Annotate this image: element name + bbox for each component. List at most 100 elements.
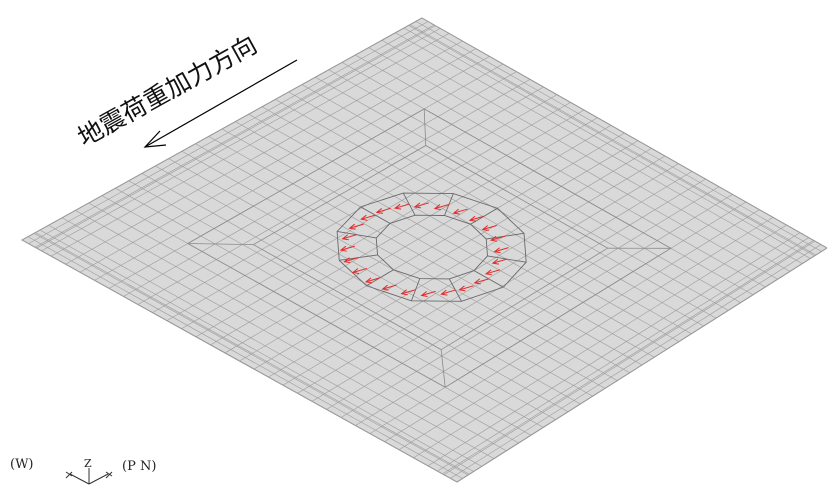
load-arrow-head <box>400 289 408 296</box>
ring-spoke <box>444 193 454 216</box>
ring-spoke <box>402 192 416 216</box>
load-arrow-head <box>489 235 498 242</box>
w-axis-marker <box>65 471 73 479</box>
mesh-line <box>65 40 463 265</box>
ring-spoke <box>448 278 462 302</box>
load-arrow-shaft <box>342 234 357 240</box>
mesh-transition-lines <box>186 108 672 388</box>
axis-label-z: Z <box>84 457 92 470</box>
pn-axis-marker <box>105 471 113 479</box>
axis-label-pn: (P N) <box>122 459 156 474</box>
transition-link <box>423 108 427 146</box>
load-arrow-shaft <box>344 257 359 263</box>
load-arrow-shaft <box>441 289 456 295</box>
load-arrow-shaft <box>434 204 450 210</box>
load-arrow-head <box>493 247 501 254</box>
load-arrow-shaft <box>401 289 416 295</box>
load-arrow-shaft <box>485 269 501 275</box>
load-arrow-shaft <box>469 215 485 221</box>
mesh-line <box>450 244 822 479</box>
load-arrow-shaft <box>453 208 468 214</box>
load-vectors <box>339 202 509 297</box>
load-arrow-head <box>343 257 351 264</box>
mesh-line <box>123 71 517 297</box>
load-arrow-head <box>351 268 360 274</box>
mesh-line <box>384 209 760 442</box>
load-arrow-shaft <box>421 290 436 296</box>
transition-link <box>187 243 254 246</box>
load-arrow-shaft <box>474 278 489 284</box>
load-arrow-shaft <box>482 224 497 231</box>
pn-axis-line <box>88 473 109 485</box>
load-arrow-head <box>413 202 422 209</box>
mesh-grid <box>21 17 827 483</box>
load-arrow-head <box>452 208 460 215</box>
mesh-line <box>427 232 801 467</box>
load-arrow-shaft <box>382 284 397 290</box>
mesh-line <box>50 33 450 257</box>
load-arrow-head <box>481 225 489 232</box>
load-arrow-head <box>491 258 499 265</box>
mesh-line <box>442 240 814 475</box>
load-arrow-head <box>348 223 356 230</box>
mesh-line <box>239 132 625 362</box>
load-arrow-head <box>440 289 448 296</box>
load-arrow-shaft <box>490 235 506 241</box>
load-arrow-head <box>473 278 481 285</box>
load-arrow-head <box>375 207 383 214</box>
axis-triad: (W) Z (P N) <box>10 457 156 485</box>
load-arrow-head <box>420 291 428 297</box>
mesh-line <box>41 28 441 252</box>
mesh-line <box>326 178 706 410</box>
load-arrow-head <box>433 204 441 211</box>
load-arrow-shaft <box>349 223 364 229</box>
load-arrow-shaft <box>365 277 381 283</box>
mesh-line <box>268 148 652 378</box>
load-arrow-shaft <box>414 202 430 208</box>
direction-arrow-head <box>143 130 167 148</box>
mesh-line <box>34 24 435 248</box>
mesh-line <box>210 117 598 346</box>
load-arrow-head <box>364 277 373 284</box>
load-arrow-head <box>339 245 347 252</box>
mesh-line <box>437 237 809 472</box>
w-axis-line <box>69 473 90 485</box>
load-arrow-head <box>360 214 368 221</box>
load-arrow-shaft <box>376 207 391 213</box>
mesh-line <box>224 125 612 354</box>
mesh-line <box>413 224 787 459</box>
axis-label-w: (W) <box>10 457 34 472</box>
ring-spoke <box>410 278 421 301</box>
load-arrow-shaft <box>394 203 410 209</box>
mesh-line <box>94 56 490 281</box>
load-direction-arrow <box>143 59 298 148</box>
load-arrow-head <box>484 269 493 276</box>
load-arrow-shaft <box>352 267 368 273</box>
load-arrow-head <box>458 285 466 292</box>
mesh-line <box>79 48 477 273</box>
mesh-line <box>253 140 639 370</box>
load-arrow-head <box>393 203 402 210</box>
mesh-line <box>137 79 531 305</box>
mesh-line <box>28 21 429 244</box>
mesh-line <box>21 17 423 241</box>
mesh-line <box>443 240 816 475</box>
load-arrow-shaft <box>459 285 474 291</box>
mesh-line <box>340 186 720 418</box>
mesh-line <box>456 247 827 483</box>
load-arrow-shaft <box>361 214 376 220</box>
mesh-line <box>398 217 774 450</box>
load-arrow-shaft <box>340 245 356 251</box>
mesh-line <box>152 86 544 313</box>
transition-link <box>440 349 446 388</box>
direction-arrow-shaft <box>144 59 298 148</box>
load-arrow-head <box>341 234 349 241</box>
mesh-line <box>36 25 436 249</box>
load-arrow-head <box>468 215 477 222</box>
load-arrow-shaft <box>494 247 509 253</box>
load-arrow-head <box>381 284 389 291</box>
mesh-line <box>355 194 733 426</box>
load-arrow-shaft <box>492 258 507 264</box>
